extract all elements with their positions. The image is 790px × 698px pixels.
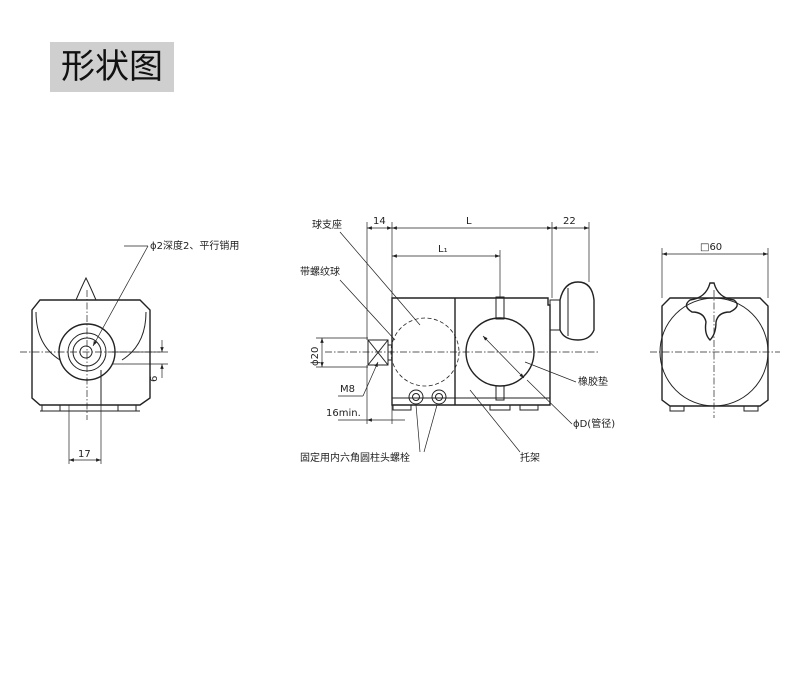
title-box: 形状图 (50, 42, 174, 92)
hex-bolt-leader-2 (423, 404, 438, 453)
threaded-ball-label: 带螺纹球 (300, 265, 340, 278)
bracket-leader (469, 389, 521, 453)
right-foot-1 (669, 405, 685, 412)
bolt-2-inner (435, 393, 443, 401)
bracket-label: 托架 (520, 451, 540, 464)
left-view: ϕ2深度2、平行销用 6 17 (20, 239, 239, 464)
dimL1-label: L₁ (438, 244, 448, 255)
hex-bolt-leader-1 (415, 404, 421, 453)
pipe-dia-label: ϕD(管径) (573, 417, 615, 430)
dim14-label: 14 (373, 216, 386, 227)
left-foot-2 (117, 404, 137, 412)
m8-leader (362, 361, 379, 397)
ball-seat-label: 球支座 (312, 218, 342, 231)
left-body-inner-arc-2 (121, 311, 147, 361)
bolt-2-outer (431, 389, 447, 405)
phi20-label: ϕ20 (310, 347, 321, 366)
dim60-label: □60 (700, 242, 722, 253)
mid-body-outline (391, 297, 551, 406)
pipe-dia-leader (526, 379, 573, 425)
pin-hole-leader (92, 245, 149, 347)
right-foot-2 (743, 405, 759, 412)
left-body-inner-arc (35, 311, 61, 361)
threaded-stud (367, 339, 389, 366)
mid-foot-2 (489, 404, 511, 411)
dim16-label: 16min. (326, 408, 361, 419)
right-knob-shape (685, 282, 738, 341)
rubber-pad-leader (524, 361, 577, 383)
dim6-label: 6 (149, 376, 160, 382)
dimL-label: L (466, 216, 472, 227)
mid-foot-3 (519, 404, 539, 411)
dim22-label: 22 (563, 216, 576, 227)
left-body-outline (31, 299, 151, 406)
pipe-clamp-top (495, 296, 505, 320)
middle-view: 14 L 22 L₁ ϕ20 M8 16min. 球支座 带螺纹球 橡胶垫 ϕD… (300, 216, 615, 464)
right-view: □60 (650, 242, 780, 418)
dim17-label: 17 (78, 449, 91, 460)
pin-hole-label: ϕ2深度2、平行销用 (150, 239, 239, 252)
m8-label: M8 (340, 384, 355, 395)
pipe-clamp-bottom (495, 385, 505, 401)
knob-stem (549, 299, 561, 331)
ball-seat-leader (339, 231, 421, 326)
left-knob-top (75, 276, 97, 301)
mid-foot-1 (392, 404, 412, 411)
bolt-1-inner (412, 393, 420, 401)
bolt-1-outer (408, 389, 424, 405)
knob-head (559, 281, 595, 341)
threaded-ball-leader (339, 279, 396, 341)
page-title: 形状图 (61, 47, 163, 87)
hex-bolt-label: 固定用内六角圆柱头螺栓 (300, 451, 410, 464)
pipe-dia-arrow (482, 335, 525, 379)
left-foot-1 (41, 404, 61, 412)
stud-x2 (367, 339, 389, 366)
rubber-pad-label: 橡胶垫 (578, 375, 608, 388)
